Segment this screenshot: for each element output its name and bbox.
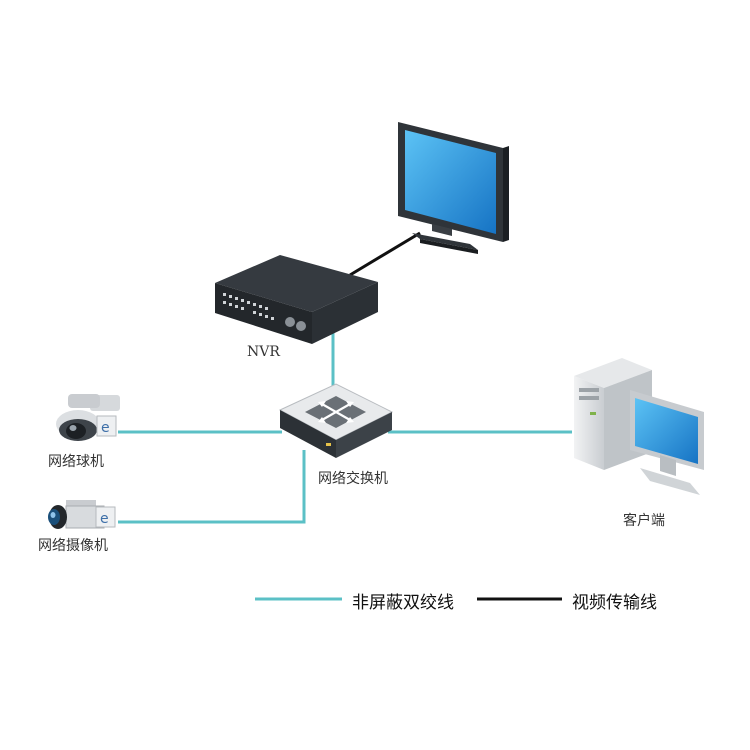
- box-camera: e: [48, 500, 116, 529]
- network-switch: [278, 383, 394, 458]
- nvr-device: [215, 255, 378, 344]
- svg-text:e: e: [100, 511, 109, 527]
- svg-text:e: e: [101, 420, 110, 436]
- client-label: 客户端: [623, 513, 665, 529]
- box-camera-label: 网络摄像机: [38, 538, 108, 554]
- client-pc: [574, 358, 704, 495]
- dome-camera: e: [56, 394, 120, 441]
- legend-video-cable-label: 视频传输线: [572, 593, 657, 613]
- nvr-label: NVR: [247, 344, 280, 360]
- monitor: [398, 122, 509, 254]
- legend-network-cable-label: 非屏蔽双绞线: [352, 593, 454, 613]
- switch-label: 网络交换机: [318, 471, 388, 487]
- video-cable-nvr-monitor: [349, 231, 421, 277]
- dome-camera-label: 网络球机: [48, 454, 104, 470]
- cable-boxcam-switch: [118, 450, 306, 524]
